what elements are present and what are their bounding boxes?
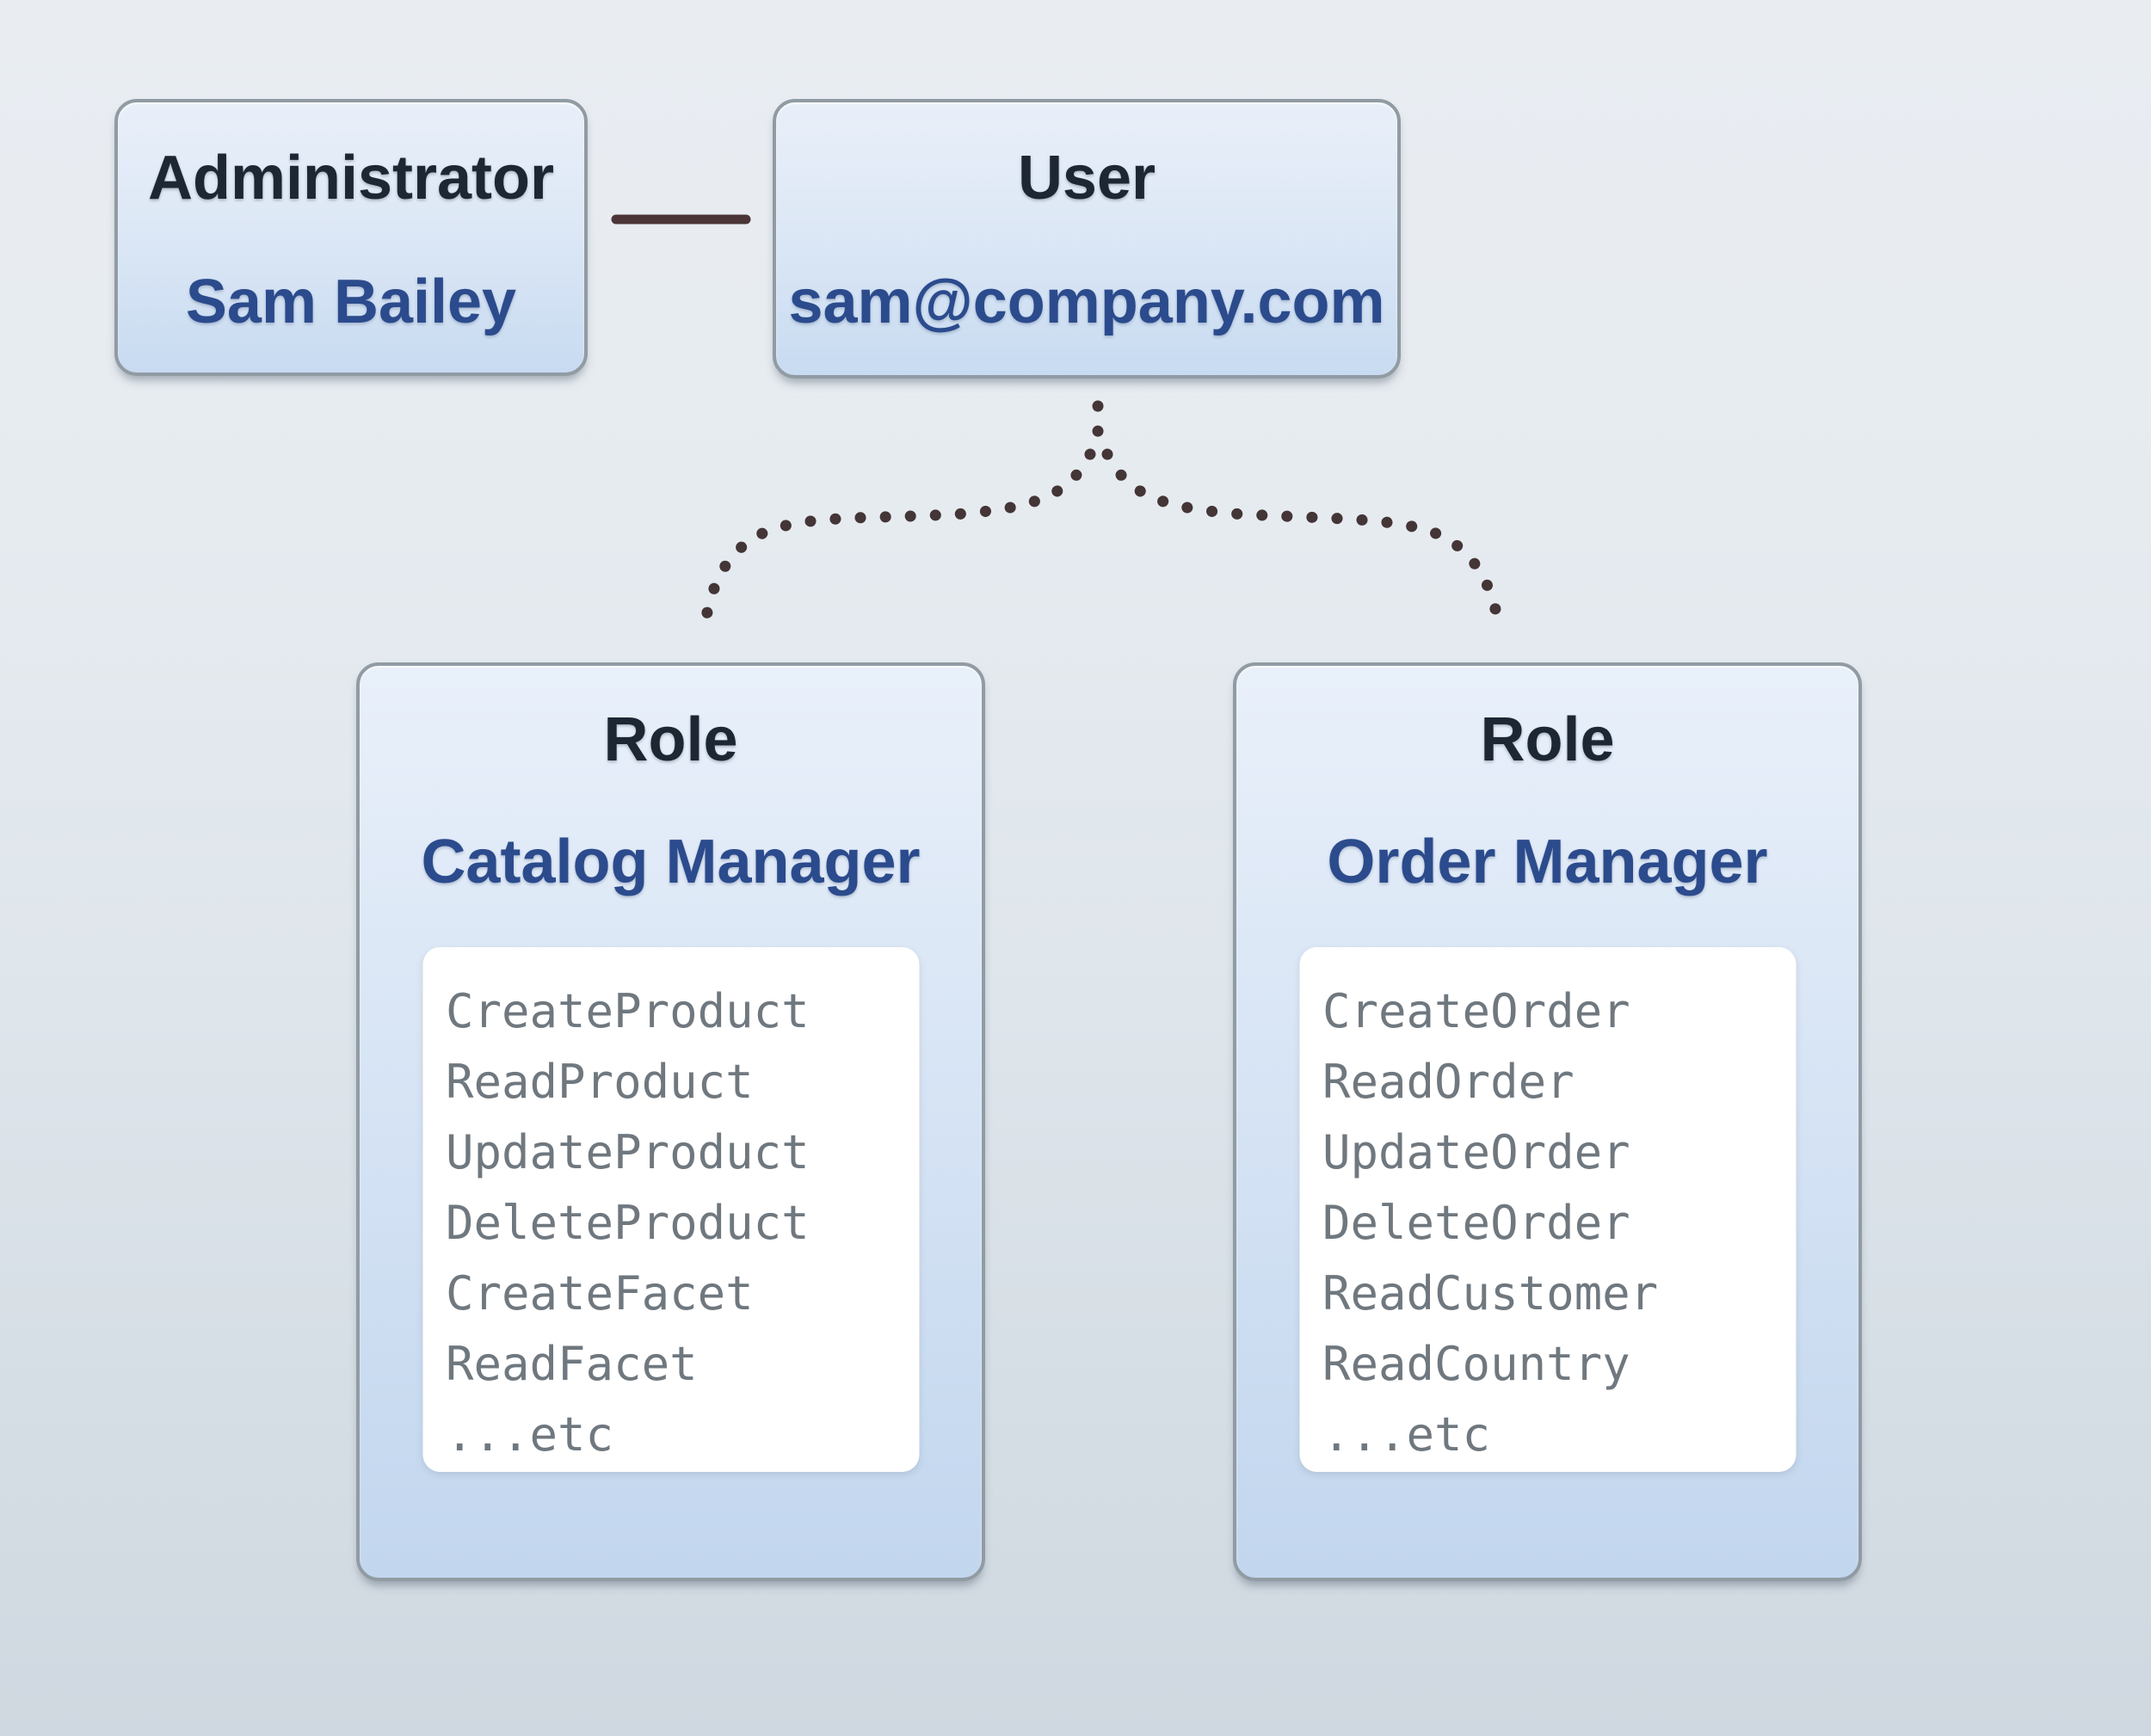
- permission-item: ...etc: [446, 1407, 614, 1462]
- role-title: Role: [603, 705, 738, 774]
- permission-item: UpdateProduct: [446, 1125, 810, 1179]
- permission-item: ...etc: [1322, 1407, 1491, 1462]
- permission-item: ReadCustomer: [1322, 1266, 1659, 1320]
- permission-item: ReadOrder: [1322, 1055, 1575, 1109]
- administrator-name: Sam Bailey: [185, 268, 517, 336]
- role-title: Role: [1480, 705, 1615, 774]
- permission-item: CreateOrder: [1322, 984, 1630, 1038]
- user-catalog-role-connector: [699, 448, 1096, 632]
- user-email: sam@company.com: [788, 268, 1385, 336]
- user-order-role-connector: [1101, 448, 1505, 632]
- permission-item: DeleteOrder: [1322, 1196, 1630, 1250]
- permission-item: CreateProduct: [446, 984, 810, 1038]
- permission-item: DeleteProduct: [446, 1196, 810, 1250]
- user-box: User sam@company.com: [773, 99, 1401, 379]
- permission-item: CreateFacet: [446, 1266, 754, 1320]
- role-name: Order Manager: [1327, 828, 1768, 896]
- permission-item: ReadFacet: [446, 1337, 698, 1391]
- permission-item: UpdateOrder: [1322, 1125, 1630, 1179]
- administrator-box: Administrator Sam Bailey: [114, 99, 588, 376]
- permission-item: ReadCountry: [1322, 1337, 1630, 1391]
- role-name: Catalog Manager: [421, 828, 921, 896]
- administrator-title: Administrator: [147, 144, 555, 212]
- permission-item: ReadProduct: [446, 1055, 754, 1109]
- user-title: User: [1017, 144, 1156, 212]
